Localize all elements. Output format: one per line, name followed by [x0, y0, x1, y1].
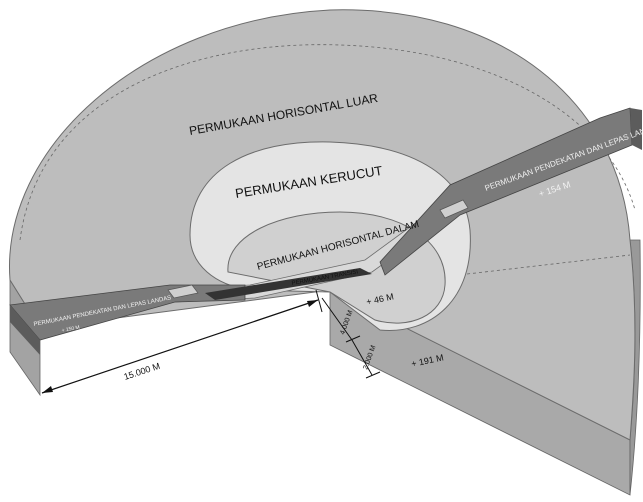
dimension-tick-right: [315, 289, 323, 313]
height-approach-left: + 150 M: [61, 325, 80, 334]
runway-end-left: [167, 284, 199, 299]
dimension-line-radius-inner: [321, 297, 353, 341]
approach-right-end: [630, 108, 642, 150]
dimension-tick-end: [365, 371, 381, 379]
dimension-tick-mid: [345, 335, 361, 343]
runway-end-right: [439, 199, 469, 219]
dimension-line-radius-step: [351, 339, 373, 376]
dimension-arrow-right: [307, 300, 318, 307]
approach-left-end: [10, 305, 40, 355]
dimension-line-length: [41, 299, 319, 394]
dimension-arrow-left: [42, 386, 53, 393]
runway-strip: [205, 268, 372, 300]
